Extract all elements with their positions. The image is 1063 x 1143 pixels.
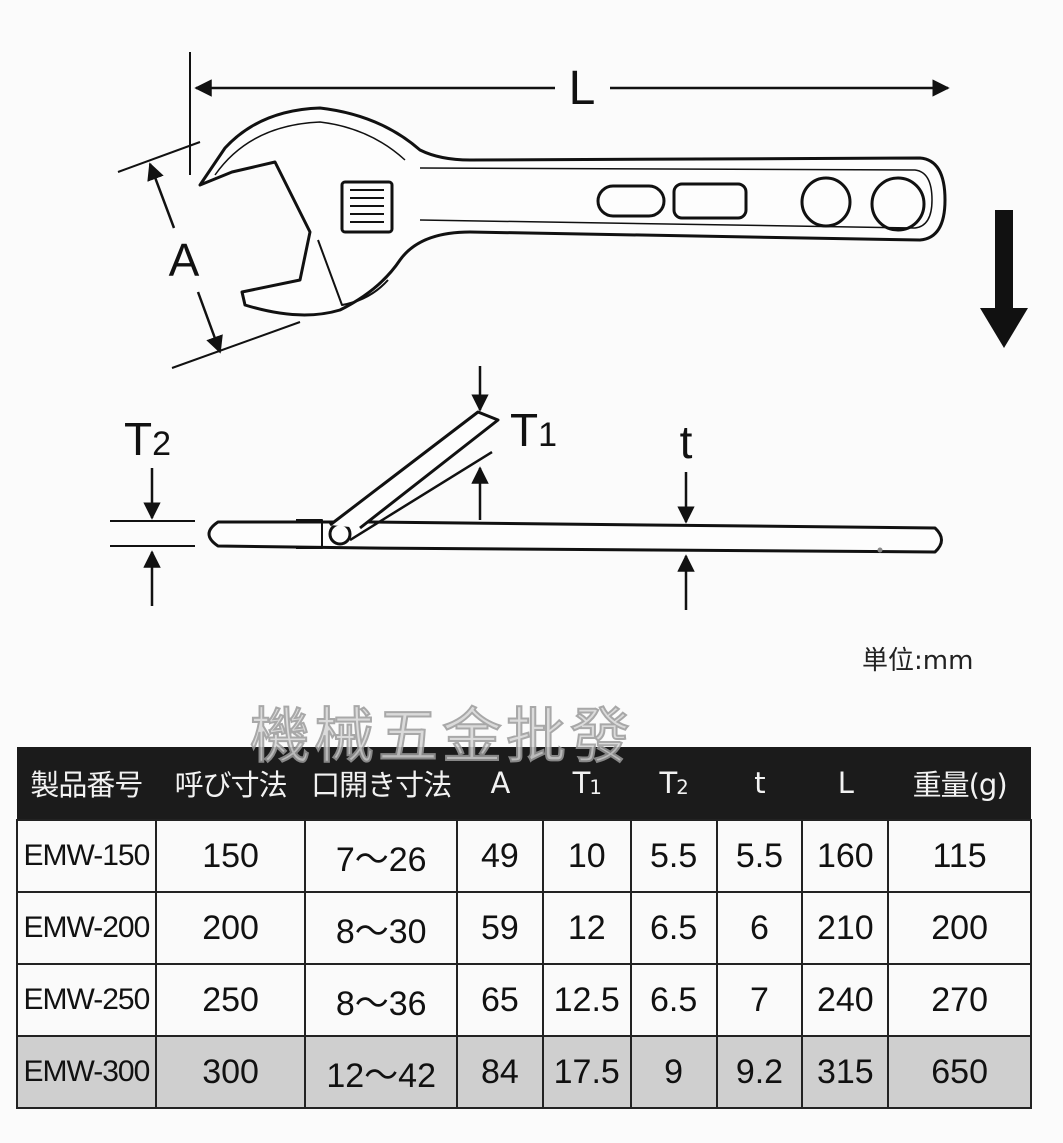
column-header-label: 重量(g) <box>912 768 1008 802</box>
table-cell: 8～30 <box>304 891 458 965</box>
column-header: T2 <box>630 747 717 820</box>
jaw-opening-dimension: A <box>117 141 301 369</box>
column-header-label: t <box>754 766 765 800</box>
table-cell: 315 <box>801 1035 890 1109</box>
column-header-label: A <box>490 766 510 800</box>
table-cell: 300 <box>154 1035 307 1109</box>
product-number-cell: EMW-200 <box>16 891 157 965</box>
table-cell: 5.5 <box>715 819 804 893</box>
column-header-subscript: 1 <box>589 775 602 799</box>
table-cell: 6.5 <box>629 891 718 965</box>
table-cell: 10 <box>541 819 632 893</box>
table-cell: 12～42 <box>304 1035 458 1109</box>
length-label: L <box>569 62 596 115</box>
column-header: 口開き寸法 <box>305 747 457 820</box>
column-header-subscript: 2 <box>676 775 689 799</box>
wrench-side-view <box>207 410 943 554</box>
table-cell: 9.2 <box>715 1035 804 1109</box>
column-header: A <box>456 747 543 820</box>
column-header-label: 製品番号 <box>30 768 143 802</box>
column-header-label: T <box>572 766 591 800</box>
table-cell: 6 <box>715 891 804 965</box>
table-cell: 115 <box>887 819 1032 893</box>
table-cell: 12 <box>541 891 632 965</box>
t1-subscript: 1 <box>538 416 557 454</box>
table-cell: 240 <box>801 963 890 1037</box>
unit-label: 単位:mm <box>862 646 974 676</box>
column-header: L <box>802 747 889 820</box>
column-header: t <box>716 747 803 820</box>
table-cell: 270 <box>887 963 1032 1037</box>
t2-dimension: T2 <box>110 413 195 606</box>
column-header: T1 <box>542 747 631 820</box>
table-cell: 49 <box>455 819 544 893</box>
product-number-cell: EMW-300 <box>16 1035 157 1109</box>
t1-label: T <box>510 404 538 456</box>
column-header: 呼び寸法 <box>155 747 306 820</box>
column-header-label: L <box>837 766 854 800</box>
thickness-label: t <box>680 416 693 468</box>
table-cell: 8～36 <box>304 963 458 1037</box>
view-direction-arrow <box>980 210 1028 348</box>
table-cell: 84 <box>455 1035 544 1109</box>
t2-label: T <box>124 413 152 465</box>
column-header-label: 呼び寸法 <box>174 768 288 802</box>
table-cell: 200 <box>154 891 307 965</box>
column-header-label: T <box>659 766 677 800</box>
product-number-cell: EMW-250 <box>16 963 157 1037</box>
table-cell: 5.5 <box>629 819 718 893</box>
wrench-dimension-diagram: L A <box>110 52 1028 610</box>
table-cell: 210 <box>801 891 890 965</box>
column-header: 製品番号 <box>17 747 156 820</box>
thickness-dimension: t <box>677 416 695 610</box>
product-number-cell: EMW-150 <box>16 819 157 893</box>
table-cell: 12.5 <box>541 963 632 1037</box>
table-cell: 9 <box>629 1035 718 1109</box>
table-cell: 650 <box>887 1035 1032 1109</box>
jaw-opening-label: A <box>169 234 200 286</box>
table-cell: 160 <box>801 819 890 893</box>
length-dimension: L <box>189 52 950 175</box>
t1-dimension: T1 <box>471 366 557 520</box>
table-cell: 7 <box>715 963 804 1037</box>
table-cell: 250 <box>154 963 307 1037</box>
column-header-label: 口開き寸法 <box>311 768 452 802</box>
table-cell: 150 <box>154 819 307 893</box>
table-cell: 59 <box>455 891 544 965</box>
table-cell: 6.5 <box>629 963 718 1037</box>
wrench-top-view <box>198 106 947 317</box>
svg-text:T1: T1 <box>510 404 557 456</box>
table-cell: 200 <box>887 891 1032 965</box>
t2-subscript: 2 <box>152 425 171 463</box>
table-cell: 7～26 <box>304 819 458 893</box>
table-cell: 17.5 <box>541 1035 632 1109</box>
table-cell: 65 <box>455 963 544 1037</box>
column-header: 重量(g) <box>888 747 1031 820</box>
svg-text:T2: T2 <box>124 413 171 465</box>
